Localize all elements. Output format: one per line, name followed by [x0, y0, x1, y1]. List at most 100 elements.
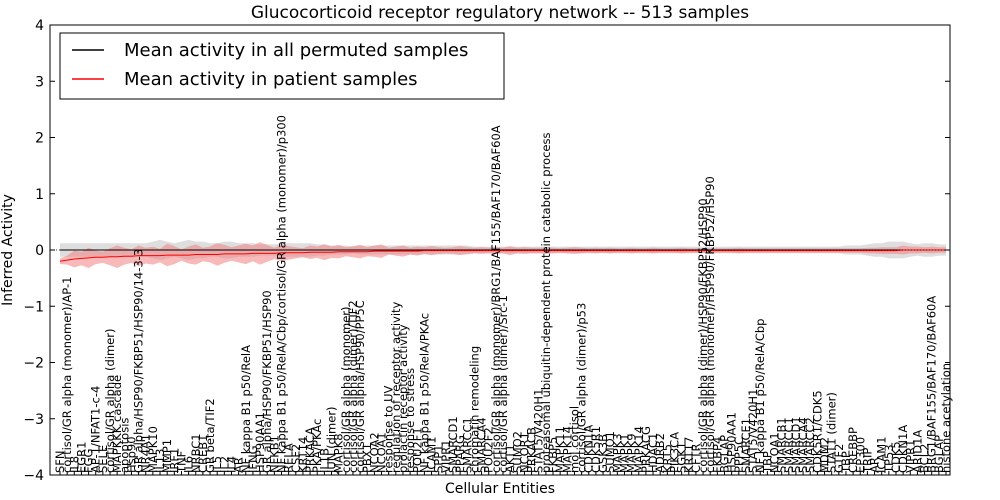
- x-tick-label: STAT5/V420H1: [746, 389, 760, 473]
- x-tick-label: MAPK8: [332, 433, 346, 473]
- x-tick-label: AKT1: [503, 444, 517, 473]
- x-tick-label: GR alpha/HSP90/FKBP51/HSP90: [260, 290, 274, 473]
- x-tick-label: CDKN1A: [582, 425, 596, 473]
- confidence-bands: [60, 239, 946, 268]
- x-tick-label: Hsp90: [124, 436, 138, 473]
- x-tick-label: response to stress: [403, 368, 417, 473]
- x-tick-label: IL8: [67, 456, 81, 473]
- x-tick-label: CREB1: [196, 435, 210, 474]
- x-tick-label: POU2F2: [482, 427, 496, 473]
- x-tick-label: SMARCC2: [803, 417, 817, 473]
- series-band-1: [60, 242, 946, 268]
- x-tick-label: IL13: [153, 449, 167, 473]
- x-tick-label: GR beta/TIF2: [203, 398, 217, 473]
- x-tick-label: PKA/PKAc: [310, 419, 324, 473]
- x-tick-label: chromatin remodeling: [467, 346, 481, 473]
- y-tick-label: 4: [35, 18, 44, 34]
- x-tick-label: BCL2: [918, 444, 932, 473]
- x-tick-label: TNF: [174, 451, 188, 474]
- x-tick-label: ARID1A: [910, 430, 924, 473]
- x-tick-label: PPP5C: [732, 437, 746, 473]
- x-tick-label: SPP1: [432, 445, 446, 474]
- y-tick-label: 2: [35, 131, 44, 147]
- x-tick-label: cortisol/GR alpha (monomer)/HSP90/FKBP52…: [703, 176, 717, 473]
- x-tick-label: cortisol/GR alpha (monomer)/AP-1: [60, 277, 74, 473]
- legend-label-patient: Mean activity in patient samples: [124, 69, 418, 90]
- x-tick-label: TP53: [882, 444, 896, 474]
- x-tick-label: HDAC1: [646, 433, 660, 473]
- x-tick-label: AR: [232, 457, 246, 473]
- x-tick-label: MAPK14: [560, 426, 574, 473]
- x-tick-label: POU2F1: [410, 427, 424, 473]
- x-tick-label: RELA: [282, 443, 296, 473]
- y-tick-label: −1: [23, 299, 44, 315]
- x-tick-label: CDK5R1: [589, 426, 603, 473]
- x-tick-label: AR: [868, 457, 882, 473]
- x-tick-label: SMARCA4: [796, 417, 810, 473]
- x-tick-label: MAPK14: [632, 426, 646, 473]
- y-tick-label: −4: [23, 468, 44, 484]
- x-tick-label: MMP1: [160, 439, 174, 473]
- x-tick-label: NF kappa B1 p50/RelA/PKAc: [417, 313, 431, 473]
- x-tick-label: SMARCD1: [446, 416, 460, 473]
- x-tick-label: BGLAP: [718, 435, 732, 473]
- x-tick-label: cortisol/GR alpha (monomer)/BRG1/BAF155/…: [489, 125, 503, 473]
- x-tick-label: BGLAP: [932, 435, 946, 473]
- x-tick-label: STAT1 (dimer): [825, 392, 839, 473]
- y-tick-label: 1: [35, 187, 44, 203]
- x-tick-label: histone acetylation: [939, 363, 953, 473]
- x-tick-label: regulation of receptor activity: [389, 301, 403, 473]
- x-tick-label: MAPK9: [625, 433, 639, 473]
- x-tick-label: ICAM1: [425, 436, 439, 473]
- x-tick-label: mol cortisol: [567, 406, 581, 473]
- x-tick-label: TBP: [760, 451, 774, 474]
- y-tick-label: 3: [35, 74, 44, 90]
- x-tick-label: ICAM1: [875, 436, 889, 473]
- x-tick-label: CDK5R1/CDK5: [810, 390, 824, 473]
- x-tick-label: PIK3CA: [667, 432, 681, 473]
- chart-title: Glucocorticoid receptor regulatory netwo…: [251, 3, 749, 23]
- x-tick-label: FGG: [82, 449, 96, 473]
- x-tick-label: HSP90AA1: [725, 412, 739, 473]
- x-tick-label: NF kappa B1 p50/RelA/Cbp: [753, 319, 767, 473]
- x-tick-label: TRIP: [860, 448, 874, 474]
- x-tick-label: CREBBP: [846, 427, 860, 473]
- x-tick-label: ADRB2: [653, 433, 667, 473]
- x-tick-label: NCOA1: [375, 432, 389, 473]
- x-tick-label: SMARCD1: [789, 416, 803, 473]
- x-tick-label: JUN (dimer): [325, 406, 339, 474]
- x-tick-label: CSF2: [289, 444, 303, 473]
- x-tick-label: cortisol/GR alpha (monomer): [339, 306, 353, 473]
- x-tick-label: CDKN1A: [896, 425, 910, 473]
- x-tick-label: NCOA1: [768, 432, 782, 473]
- x-tick-label: BRG1/BAF155/BAF170/BAF60A: [925, 296, 939, 473]
- x-tick-label: HSP90AA1: [253, 412, 267, 473]
- x-tick-label: SMARCC1: [782, 417, 796, 473]
- x-tick-label: SMARCC1: [460, 417, 474, 473]
- x-tick-label: SUMO1: [603, 431, 617, 473]
- x-tick-label: NCOA2: [367, 432, 381, 473]
- x-tick-label: IFNG: [246, 445, 260, 473]
- y-axis-label: Inferred Activity: [0, 194, 16, 306]
- x-tick-label: MDM2: [818, 437, 832, 473]
- x-tick-label: VIPR1: [903, 439, 917, 473]
- x-tick-label: IRF1: [167, 448, 181, 473]
- legend-label-permuted: Mean activity in all permuted samples: [124, 40, 468, 61]
- series-lines: [50, 249, 950, 262]
- x-tick-label: cortisol/GR alpha (dimer): [103, 329, 117, 473]
- x-tick-label: SGK1: [675, 442, 689, 473]
- x-tick-label: GSK3B: [596, 434, 610, 473]
- x-tick-label: prolactin receptor activity: [396, 324, 410, 473]
- x-tick-label: NCOR1: [517, 432, 531, 473]
- x-tick-label: NF kappa B1 p50/RelA: [239, 345, 253, 473]
- x-tick-label: SMARCE1: [739, 418, 753, 473]
- x-tick-label: cortisol/GR alpha (dimer)/p53: [575, 303, 589, 473]
- x-tick-label: IL6: [182, 456, 196, 473]
- x-axis-label: Cellular Entities: [445, 481, 555, 497]
- y-tick-label: 0: [35, 243, 44, 259]
- x-tick-label: PRKACA: [303, 427, 317, 473]
- x-tick-label: IL2: [217, 456, 231, 473]
- x-tick-label: GR alpha/HSP90/FKBP51/HSP90/14-3-3: [132, 249, 146, 473]
